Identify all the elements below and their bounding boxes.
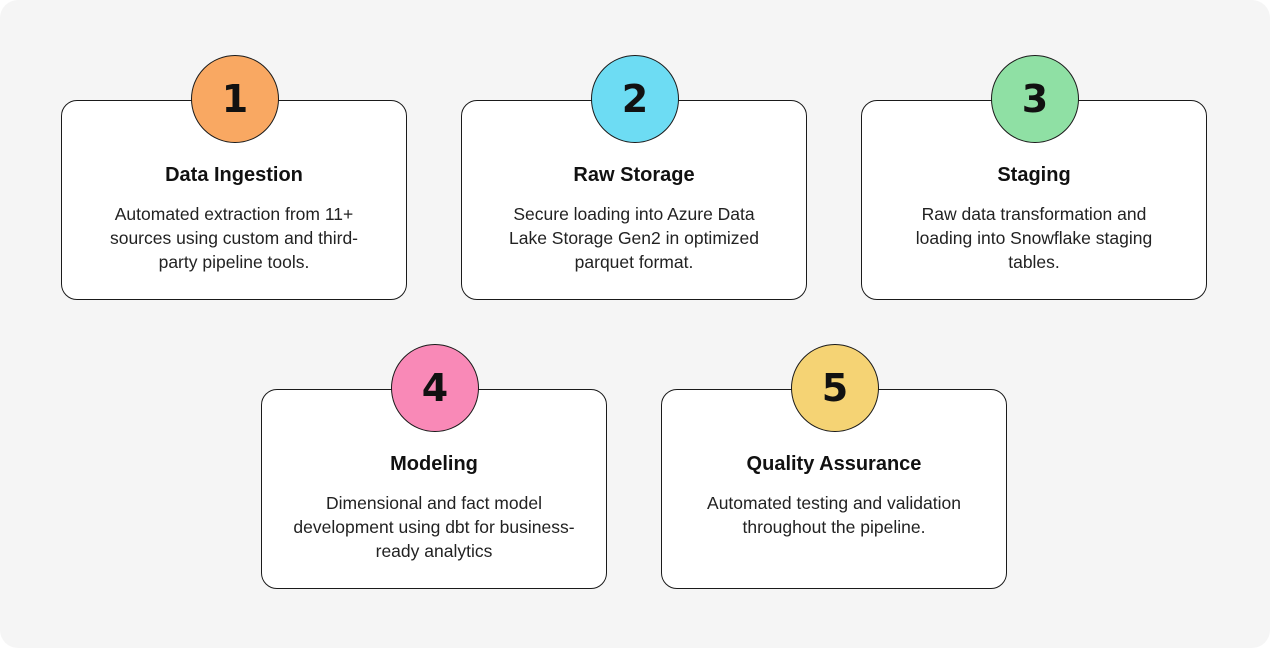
step-number: 3 (1021, 77, 1049, 121)
step-modeling: 4 Modeling Dimensional and fact model de… (261, 344, 611, 589)
step-raw-storage: 2 Raw Storage Secure loading into Azure … (461, 55, 811, 300)
step-number-badge: 1 (191, 55, 279, 143)
step-title: Data Ingestion (165, 164, 303, 186)
step-number: 2 (621, 77, 649, 121)
step-staging: 3 Staging Raw data transformation and lo… (861, 55, 1211, 300)
step-title: Staging (997, 164, 1071, 186)
step-description: Secure loading into Azure Data Lake Stor… (508, 204, 760, 272)
step-number: 1 (221, 77, 249, 121)
step-number-badge: 3 (991, 55, 1079, 143)
step-title: Modeling (390, 453, 478, 475)
step-description: Automated extraction from 11+ sources us… (109, 204, 359, 272)
step-description: Dimensional and fact model development u… (293, 493, 575, 561)
step-number-badge: 2 (591, 55, 679, 143)
step-number-badge: 4 (391, 344, 479, 432)
step-description: Raw data transformation and loading into… (915, 204, 1153, 272)
step-quality-assurance: 5 Quality Assurance Automated testing an… (661, 344, 1011, 589)
step-card: Modeling Dimensional and fact model deve… (261, 389, 607, 589)
step-number: 4 (421, 366, 449, 410)
step-description: Automated testing and validation through… (707, 493, 961, 537)
step-number-badge: 5 (791, 344, 879, 432)
step-title: Quality Assurance (746, 453, 922, 475)
step-title: Raw Storage (573, 164, 695, 186)
step-data-ingestion: 1 Data Ingestion Automated extraction fr… (61, 55, 411, 300)
step-number: 5 (821, 366, 849, 410)
